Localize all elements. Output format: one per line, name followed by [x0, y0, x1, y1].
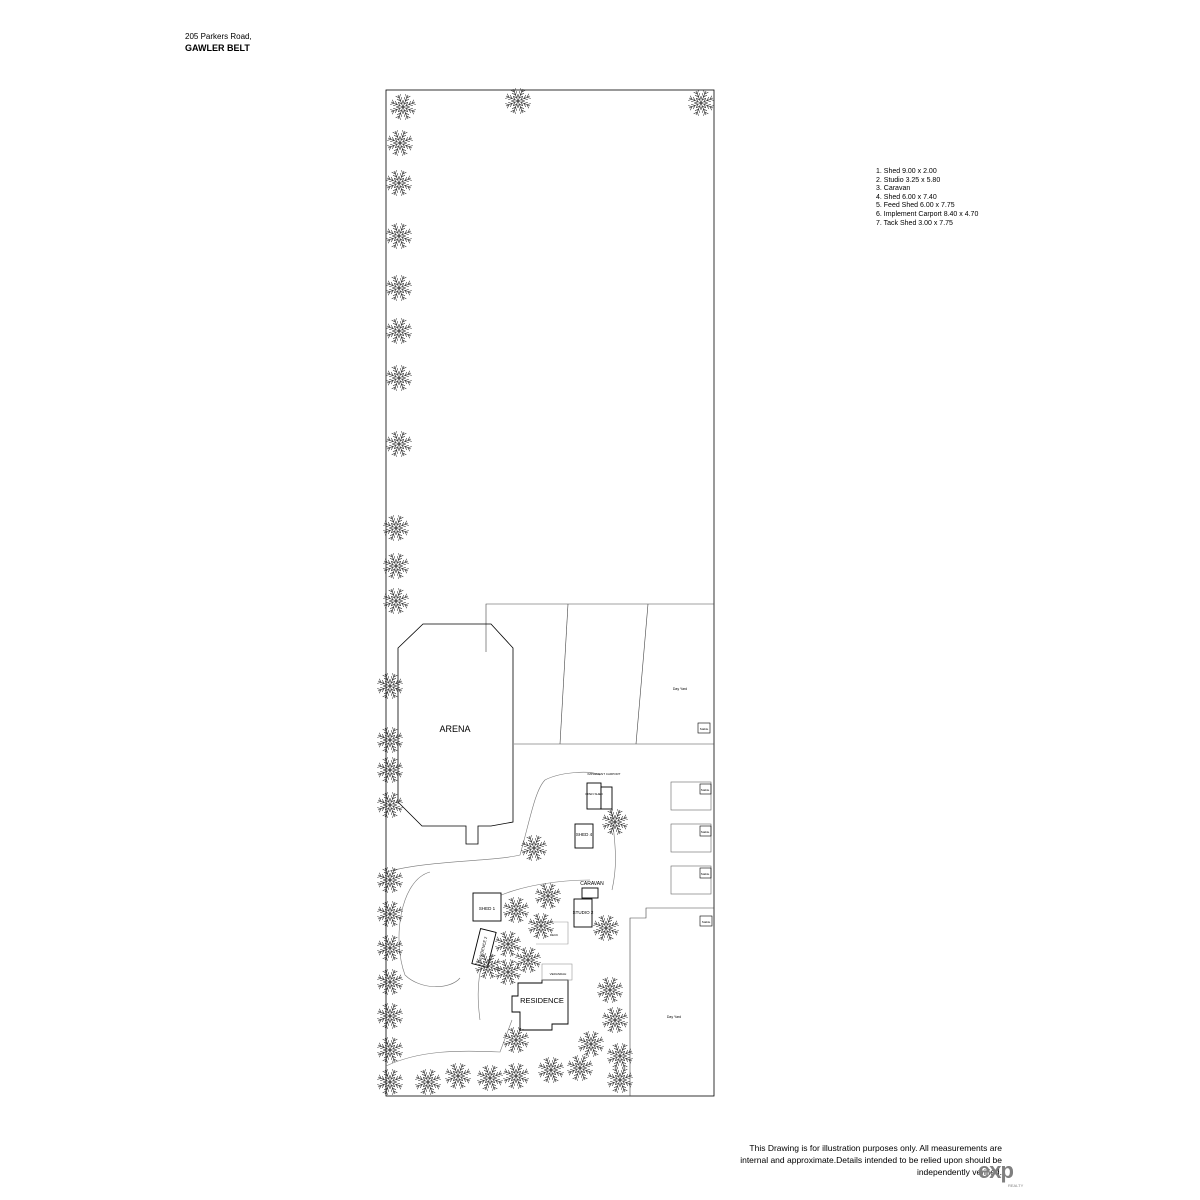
tree-icon	[503, 1027, 529, 1053]
tree-icon	[607, 1067, 633, 1093]
tree-icon	[383, 553, 409, 579]
tree-icon	[505, 88, 531, 114]
tree-icon	[495, 959, 521, 985]
shed-4-label: SHED 4	[576, 832, 593, 837]
shed-1	[472, 892, 502, 922]
tree-icon	[495, 931, 521, 957]
tree-icon	[578, 1031, 604, 1057]
tree-icon	[386, 365, 412, 391]
legend-item: 6. Implement Carport 8.40 x 4.70	[876, 210, 979, 218]
tree-icon	[377, 727, 403, 753]
tree-icon	[387, 130, 413, 156]
logo-subtext: REALTY	[1008, 1183, 1024, 1188]
tree-icon	[445, 1063, 471, 1089]
tree-icon	[477, 1065, 503, 1091]
tree-icon	[528, 913, 554, 939]
tree-icon	[377, 867, 403, 893]
tree-icon	[390, 94, 416, 120]
tree-icon	[607, 1043, 633, 1069]
open-shed-label: OPEN SHED	[585, 792, 604, 796]
tree-icon	[597, 977, 623, 1003]
shed-1-label: SHED 1	[479, 906, 496, 911]
tree-icon	[386, 431, 412, 457]
tree-icon	[535, 883, 561, 909]
arena-label: ARENA	[439, 724, 470, 734]
implement-carport	[600, 786, 613, 810]
verandah-label: VERANDAH	[550, 972, 567, 976]
tree-icon	[383, 588, 409, 614]
arena: ARENA	[397, 623, 514, 845]
disclaimer-text: This Drawing is for illustration purpose…	[740, 1143, 1002, 1177]
tree-icon	[567, 1055, 593, 1081]
buildings	[471, 782, 613, 1031]
tree-icon	[377, 1069, 403, 1095]
stable-label: Stable	[701, 788, 710, 792]
tree-icon	[377, 901, 403, 927]
tree-icon	[377, 969, 403, 995]
tree-icon	[383, 515, 409, 541]
tree-icon	[377, 1037, 403, 1063]
exp-realty-logo: exp REALTY	[978, 1158, 1028, 1188]
tree-icon	[377, 757, 403, 783]
legend-item: 4. Shed 6.00 x 7.40	[876, 193, 937, 201]
building-legend: 1. Shed 9.00 x 2.00 2. Studio 3.25 x 5.8…	[876, 168, 978, 228]
tree-icon	[602, 1007, 628, 1033]
tree-icon	[377, 792, 403, 818]
tree-icon	[386, 223, 412, 249]
tree-icon	[386, 275, 412, 301]
day-yard-label: Day Yard	[673, 687, 687, 691]
tree-icon	[688, 90, 714, 116]
stables	[670, 722, 713, 927]
tree-icon	[515, 947, 541, 973]
property-boundary	[385, 89, 715, 1097]
tree-icon	[415, 1069, 441, 1095]
legend-item: 3. Caravan	[876, 185, 911, 193]
drawing-sheet	[155, 0, 1045, 1200]
tree-icon	[602, 809, 628, 835]
paddock-fences	[485, 603, 714, 1096]
studio-label: STUDIO 2	[573, 910, 594, 915]
stable-label: Stable	[701, 872, 710, 876]
implement-carport-label: IMPLEMENT CARPORT	[588, 772, 621, 776]
trees	[377, 88, 714, 1095]
tree-icon	[503, 1063, 529, 1089]
stable-label: Stable	[701, 830, 710, 834]
day-yard-label-2: Day Yard	[667, 1015, 681, 1019]
residence-2	[471, 928, 497, 968]
tree-icon	[503, 897, 529, 923]
caravan-label: CARAVAN	[580, 881, 604, 887]
tree-icon	[377, 673, 403, 699]
address-suburb: GAWLER BELT	[185, 43, 250, 53]
legend-item: 1. Shed 9.00 x 2.00	[876, 168, 937, 175]
tree-icon	[377, 935, 403, 961]
tree-icon	[377, 1003, 403, 1029]
tree-icon	[521, 835, 547, 861]
residence-2-label: RESIDENCE 2	[477, 935, 488, 963]
stable-label: Stable	[700, 727, 709, 731]
legend-item: 2. Studio 3.25 x 5.80	[876, 176, 941, 184]
shed-4	[574, 823, 594, 849]
address-street: 205 Parkers Road,	[185, 32, 252, 41]
studio	[573, 898, 593, 928]
tree-icon	[386, 318, 412, 344]
residence	[511, 979, 569, 1031]
open-shed	[586, 782, 602, 810]
deck-label: DECK	[550, 933, 558, 937]
tree-icon	[593, 915, 619, 941]
stable-label: Stable	[702, 920, 711, 924]
tree-icon	[475, 953, 501, 979]
logo-wordmark: exp	[978, 1158, 1014, 1183]
tree-icon	[386, 170, 412, 196]
residence-label: RESIDENCE	[520, 996, 564, 1005]
legend-item: 5. Feed Shed 6.00 x 7.75	[876, 202, 955, 210]
caravan	[581, 887, 599, 899]
tree-icon	[538, 1057, 564, 1083]
legend-item: 7. Tack Shed 3.00 x 7.75	[876, 219, 953, 227]
verandah	[541, 963, 573, 981]
deck	[536, 921, 569, 945]
